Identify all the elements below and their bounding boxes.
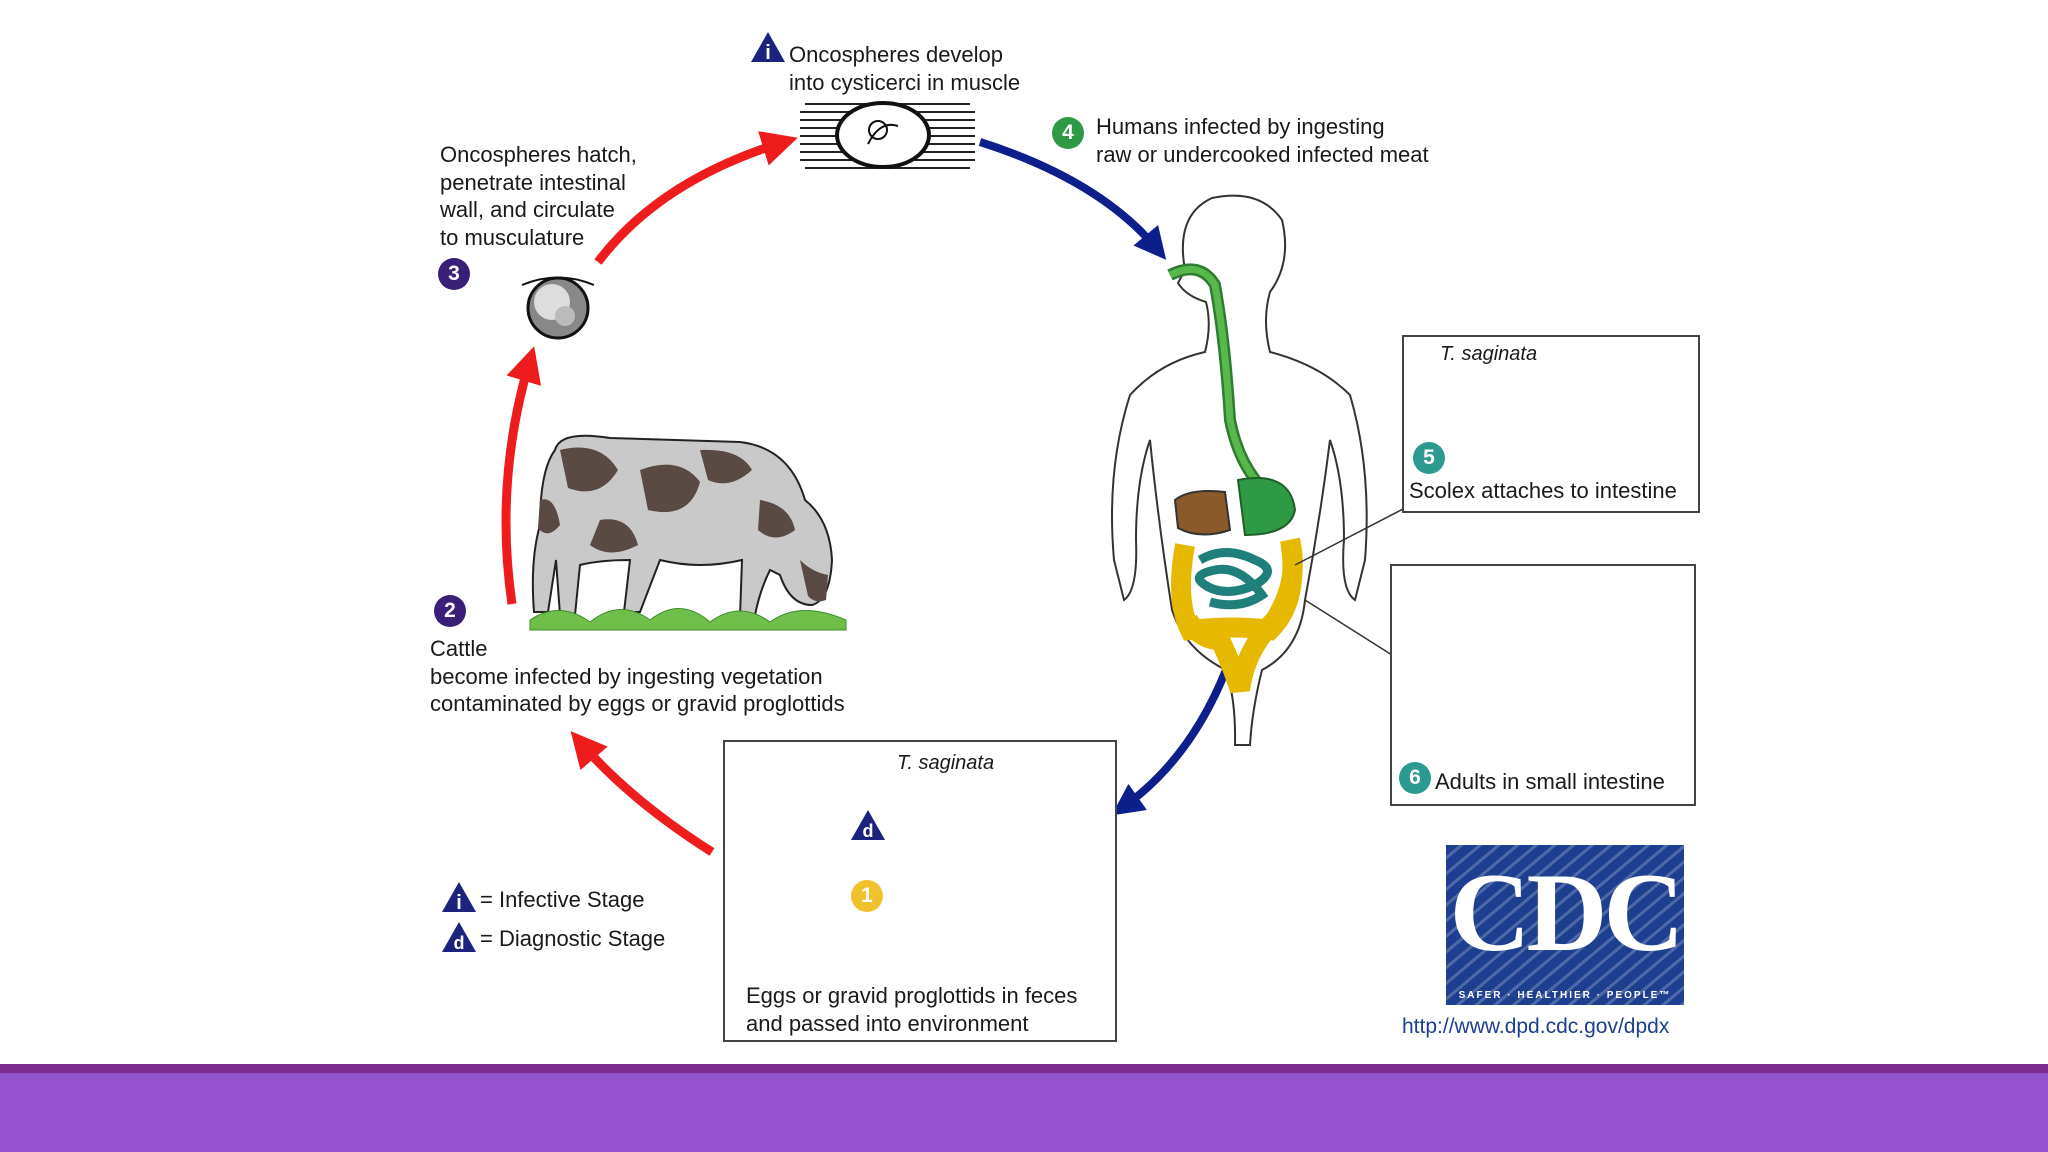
stage2-text-3: contaminated by eggs or gravid proglotti… (430, 691, 845, 716)
stage-badge-6: 6 (1399, 762, 1431, 794)
cysticercus-muscle-illustration (800, 101, 975, 169)
cdc-url-link[interactable]: http://www.dpd.cdc.gov/dpdx (1402, 1015, 1670, 1038)
arrow-cattle-to-stage3 (501, 346, 542, 605)
stage6-text: Adults in small intestine (1435, 769, 1665, 794)
scolex-inset-box (1402, 335, 1700, 513)
oncosphere-illustration (521, 276, 595, 340)
cow-illustration (529, 434, 847, 631)
arrow-human-to-feces (1111, 668, 1230, 816)
stage-badge-5: 5 (1413, 442, 1445, 474)
stage3-text-1: Oncospheres hatch, (440, 142, 637, 167)
leader-line-scolex (1294, 507, 1406, 566)
stage-badge-4: 4 (1052, 117, 1084, 149)
infective-top-text-1: Oncospheres develop (789, 42, 1004, 67)
stage3-text-2: penetrate intestinal (440, 170, 626, 195)
stage2-text-1: Cattle (430, 636, 488, 661)
svg-text:d: d (454, 933, 465, 953)
diagnostic-stage-triangle-stage1: d (851, 810, 885, 841)
stage1-inset-box (723, 740, 1117, 1042)
cdc-logo-tagline: SAFER · HEALTHIER · PEOPLE™ (1458, 990, 1672, 1001)
arrow-stage3-to-cysticerci (594, 131, 798, 265)
legend-infective-triangle: i (442, 882, 476, 914)
svg-text:i: i (456, 892, 462, 914)
legend-infective-label: = Infective Stage (480, 887, 645, 912)
arrow-cysticerci-to-human (978, 138, 1167, 260)
arrow-feces-to-cattle (570, 731, 715, 856)
cdc-logo: CDC SAFER · HEALTHIER · PEOPLE™ (1446, 845, 1684, 1005)
stage-badge-1: 1 (851, 880, 883, 912)
stage5-species-label: T. saginata (1440, 343, 1538, 365)
stage5-text: Scolex attaches to intestine (1409, 478, 1677, 503)
stage1-text-2: and passed into environment (746, 1011, 1029, 1036)
stage1-text-1: Eggs or gravid proglottids in feces (746, 983, 1078, 1008)
footer-bar (0, 1064, 2048, 1152)
stage-badge-2: 2 (434, 595, 466, 627)
svg-text:d: d (863, 821, 874, 841)
stage3-text-3: wall, and circulate (440, 197, 615, 222)
stage-badge-3: 3 (438, 258, 470, 290)
legend-diagnostic-triangle: d (442, 922, 476, 953)
cdc-logo-word: CDC (1449, 851, 1684, 975)
adult-worm-inset-box (1390, 564, 1696, 806)
stage2-text-2: become infected by ingesting vegetation (430, 664, 823, 689)
svg-text:i: i (765, 42, 771, 64)
infective-stage-triangle-top: i (751, 32, 785, 64)
human-body-illustration (1111, 194, 1368, 746)
stage4-text-1: Humans infected by ingesting (1096, 114, 1385, 139)
stage3-text-4: to musculature (440, 225, 585, 250)
stage4-text-2: raw or undercooked infected meat (1096, 142, 1429, 167)
stage1-species-label: T. saginata (897, 752, 995, 774)
infective-top-text-2: into cysticerci in muscle (789, 70, 1021, 95)
leader-line-adult (1304, 599, 1393, 656)
legend-diagnostic-label: = Diagnostic Stage (480, 926, 666, 951)
